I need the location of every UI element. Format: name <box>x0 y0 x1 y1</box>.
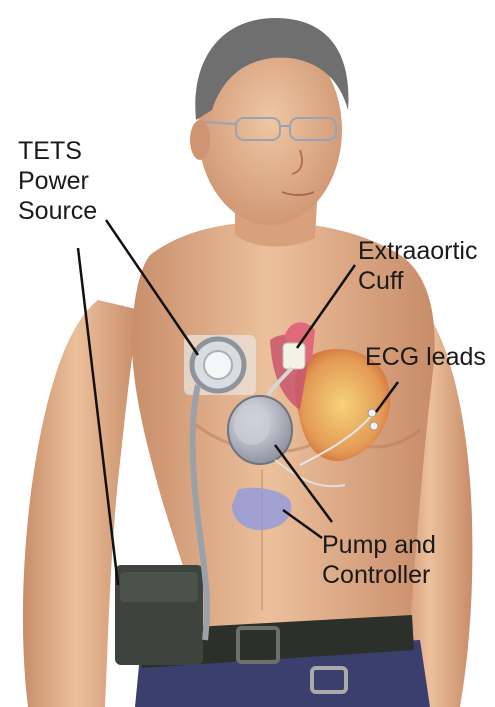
ecg-electrode-2 <box>370 422 378 430</box>
label-line: Pump and <box>322 530 436 560</box>
ecg-electrode-1 <box>368 409 376 417</box>
label-line: Cuff <box>358 266 477 296</box>
label-line: ECG leads <box>365 342 486 372</box>
label-line: Extraaortic <box>358 236 477 266</box>
label-line: Power <box>18 166 97 196</box>
label-ecg-leads: ECG leads <box>365 342 486 372</box>
label-line: Source <box>18 196 97 226</box>
label-line: TETS <box>18 136 97 166</box>
label-extraaortic-cuff: Extraaortic Cuff <box>358 236 477 296</box>
extraaortic-cuff <box>283 343 305 369</box>
label-pump-and-controller: Pump and Controller <box>322 530 436 590</box>
label-tets-power-source: TETS Power Source <box>18 136 97 226</box>
label-line: Controller <box>322 560 436 590</box>
